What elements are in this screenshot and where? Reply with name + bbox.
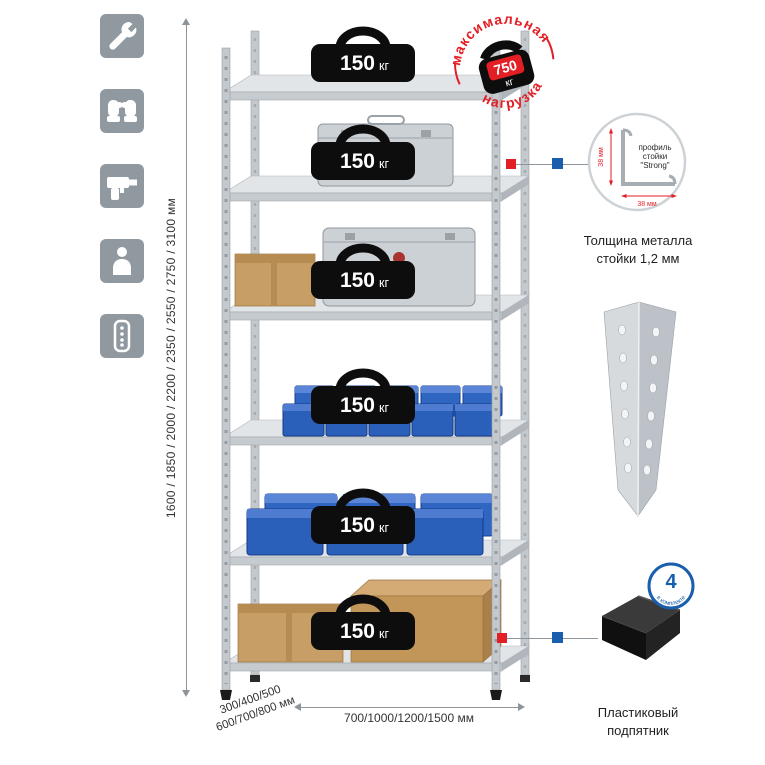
gloves-icon	[100, 89, 144, 133]
foot-right	[490, 690, 502, 700]
callout-marker-red-top	[506, 159, 516, 169]
profile-dim-vertical	[609, 128, 613, 186]
height-dimension-label: 1600 / 1850 / 2000 / 2200 / 2350 / 2550 …	[164, 197, 178, 519]
load-badge: 150 кг	[311, 368, 415, 424]
thickness-caption-line1: Толщина металла	[583, 233, 693, 248]
wrench-icon	[100, 14, 144, 58]
load-unit: кг	[379, 59, 389, 73]
foot-caption: Пластиковый подпятник	[578, 704, 698, 739]
width-dimension-line	[299, 707, 519, 708]
height-arrow-bottom	[182, 690, 190, 697]
load-value: 150	[340, 514, 375, 537]
stamp-unit: кг	[504, 76, 515, 89]
load-badge: 150 кг	[311, 488, 415, 544]
load-badge: 150 кг	[311, 243, 415, 299]
kit-badge: 4 в комплекте	[647, 562, 695, 610]
profile-label-1: профиль	[638, 143, 671, 152]
person-icon	[100, 239, 144, 283]
max-load-stamp: максимальная нагрузка 750 кг	[443, 4, 556, 119]
load-unit: кг	[379, 521, 389, 535]
profile-dim-vertical-label: 38 мм	[598, 147, 605, 167]
profile-dim-horizontal-label: 38 мм	[637, 201, 657, 208]
wrench-icon-glyph	[109, 22, 137, 50]
callout-marker-red-bottom	[497, 633, 507, 643]
kit-badge-number: 4	[665, 571, 677, 593]
width-arrow-left	[294, 703, 301, 711]
load-badge: 150 кг	[311, 594, 415, 650]
foot-caption-line2: подпятник	[607, 722, 669, 738]
callout-marker-blue-top	[552, 158, 563, 169]
thickness-caption-line2: стойки 1,2 мм	[596, 250, 680, 266]
rack-post-icon-glyph	[113, 319, 131, 353]
load-value: 150	[340, 150, 375, 173]
profile-label-3: "Strong"	[640, 161, 669, 170]
rack-post-icon	[100, 314, 144, 358]
gloves-icon-glyph	[107, 100, 137, 122]
load-unit: кг	[379, 401, 389, 415]
load-value: 150	[340, 269, 375, 292]
load-value: 150	[340, 620, 375, 643]
load-unit: кг	[379, 276, 389, 290]
height-dimension-line	[186, 24, 187, 690]
post-perforation	[618, 324, 660, 476]
callout-line-top	[512, 164, 588, 165]
back-posts	[250, 30, 530, 682]
load-badge: 150 кг	[311, 26, 415, 82]
load-badge: 150 кг	[311, 124, 415, 180]
rack-illustration: 150 кг 150 кг 150 кг 150 кг 150 кг 150 к…	[220, 26, 531, 700]
drill-icon-glyph	[107, 177, 137, 200]
thickness-caption: Толщина металла стойки 1,2 мм	[578, 232, 698, 267]
width-arrow-right	[518, 703, 525, 711]
callout-marker-blue-bottom	[552, 632, 563, 643]
callout-line-bottom	[503, 638, 598, 639]
cardboard-box	[234, 253, 316, 307]
foot-caption-line1: Пластиковый	[597, 705, 679, 720]
load-unit: кг	[379, 627, 389, 641]
load-unit: кг	[379, 157, 389, 171]
foot-left	[220, 690, 232, 700]
load-value: 150	[340, 52, 375, 75]
profile-angle-drawing	[621, 130, 675, 186]
height-arrow-top	[182, 18, 190, 25]
person-icon-glyph	[113, 247, 131, 275]
load-value: 150	[340, 394, 375, 417]
profile-dim-horizontal	[621, 194, 677, 198]
profile-label-2: стойки	[643, 152, 667, 161]
stamp-value: 750	[492, 57, 519, 79]
profile-detail: 38 мм 38 мм профиль стойки "Strong"	[587, 112, 687, 212]
drill-icon	[100, 164, 144, 208]
angle-post-image	[603, 301, 677, 517]
width-dimension-label: 700/1000/1200/1500 мм	[344, 711, 474, 725]
